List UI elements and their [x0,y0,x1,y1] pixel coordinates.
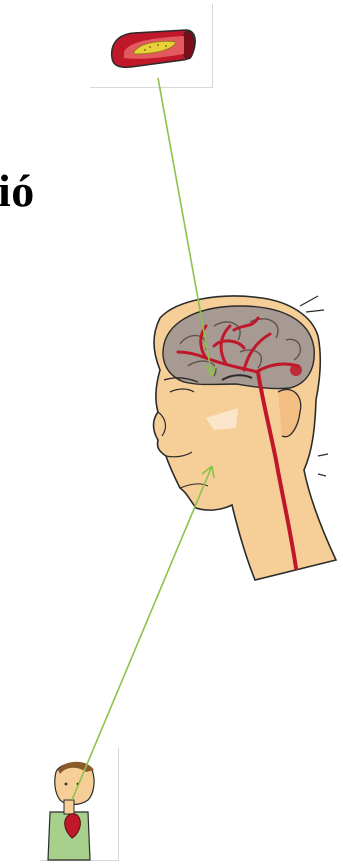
person-heart-image [48,762,94,860]
artery-plaque-image [112,30,195,67]
head-brain-image [154,296,337,580]
arrow-heart-to-head [72,466,212,800]
